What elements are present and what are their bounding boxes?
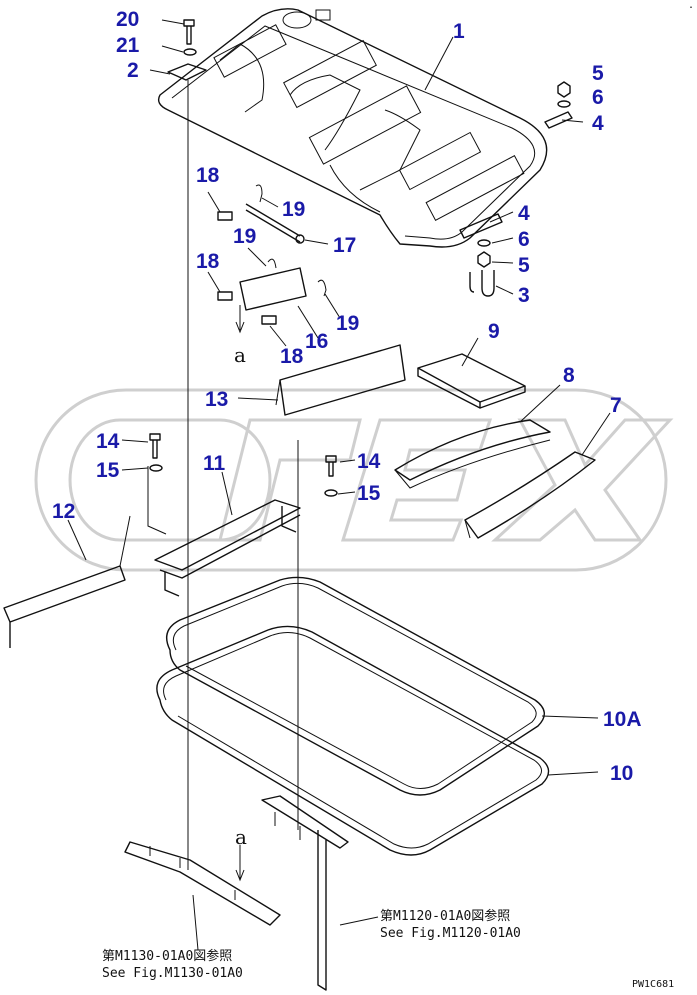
reference-m1130-en: See Fig.M1130-01A0 [102, 966, 243, 981]
frame-11 [147, 466, 301, 597]
callout-4-top: 4 [592, 112, 604, 135]
callout-5-mid: 5 [518, 254, 530, 277]
callout-7: 7 [610, 394, 622, 417]
panel-13 [275, 344, 406, 416]
callout-9: 9 [488, 320, 500, 343]
callouts: 1 2 20 21 5 6 4 18 19 4 19 17 6 18 5 3 1… [52, 8, 642, 785]
callout-14-left: 14 [96, 430, 120, 453]
reference-m1130-jp: 第M1130-01A0図参照 [102, 948, 232, 964]
callout-19-a: 19 [282, 198, 305, 221]
cover-8 [394, 419, 551, 489]
reference-note-m1120: 第M1120-01A0図参照 See Fig.M1120-01A0 [380, 908, 521, 941]
callout-10a: 10A [603, 708, 642, 731]
bolt-washer-left [149, 433, 163, 472]
callout-21: 21 [116, 34, 140, 57]
callout-5-top: 5 [592, 62, 604, 85]
drawing-code: PW1C681 [632, 979, 674, 990]
view-letter-a-top: a [234, 343, 246, 367]
bracket-bottom-left [124, 841, 281, 926]
callout-1: 1 [453, 20, 465, 43]
nut-washer-set-right [459, 81, 573, 297]
vent-grille [213, 24, 525, 221]
callout-15-left: 15 [96, 459, 120, 482]
callout-3: 3 [518, 284, 530, 307]
callout-18-b: 18 [196, 250, 220, 273]
callout-10: 10 [610, 762, 633, 785]
callout-13: 13 [205, 388, 228, 411]
seal-10a [166, 576, 545, 796]
view-letter-a-bottom: a [235, 825, 247, 849]
bracket-bottom-right [261, 795, 349, 991]
callout-15-right: 15 [357, 482, 381, 505]
callout-17: 17 [333, 234, 356, 257]
callout-16: 16 [305, 330, 328, 353]
reference-note-m1130: 第M1130-01A0図参照 See Fig.M1130-01A0 [102, 948, 243, 981]
callout-6-top: 6 [592, 86, 604, 109]
pad-9 [417, 353, 526, 409]
trim-7 [464, 451, 596, 539]
callout-11: 11 [203, 452, 226, 475]
cover-part [157, 8, 548, 248]
reference-m1120-en: See Fig.M1120-01A0 [380, 926, 521, 941]
pin-bracket-group [217, 184, 327, 334]
seal-10 [156, 625, 550, 856]
callout-18-c: 18 [280, 345, 304, 368]
leaders [67, 19, 611, 951]
callout-14-right: 14 [357, 450, 381, 473]
watermark [34, 388, 674, 572]
bolt-washer-right [324, 455, 338, 497]
callout-19-c: 19 [336, 312, 359, 335]
corner-mark: . [688, 0, 694, 11]
callout-4-mid: 4 [518, 202, 530, 225]
callout-6-mid: 6 [518, 228, 530, 251]
panel-12 [3, 515, 131, 648]
reference-m1120-jp: 第M1120-01A0図参照 [380, 908, 510, 924]
callout-2: 2 [127, 59, 139, 82]
callout-12: 12 [52, 500, 75, 523]
bolt-washer-top [167, 19, 207, 81]
callout-19-b: 19 [233, 225, 256, 248]
callout-8: 8 [563, 364, 575, 387]
callout-20: 20 [116, 8, 139, 31]
callout-18-a: 18 [196, 164, 220, 187]
